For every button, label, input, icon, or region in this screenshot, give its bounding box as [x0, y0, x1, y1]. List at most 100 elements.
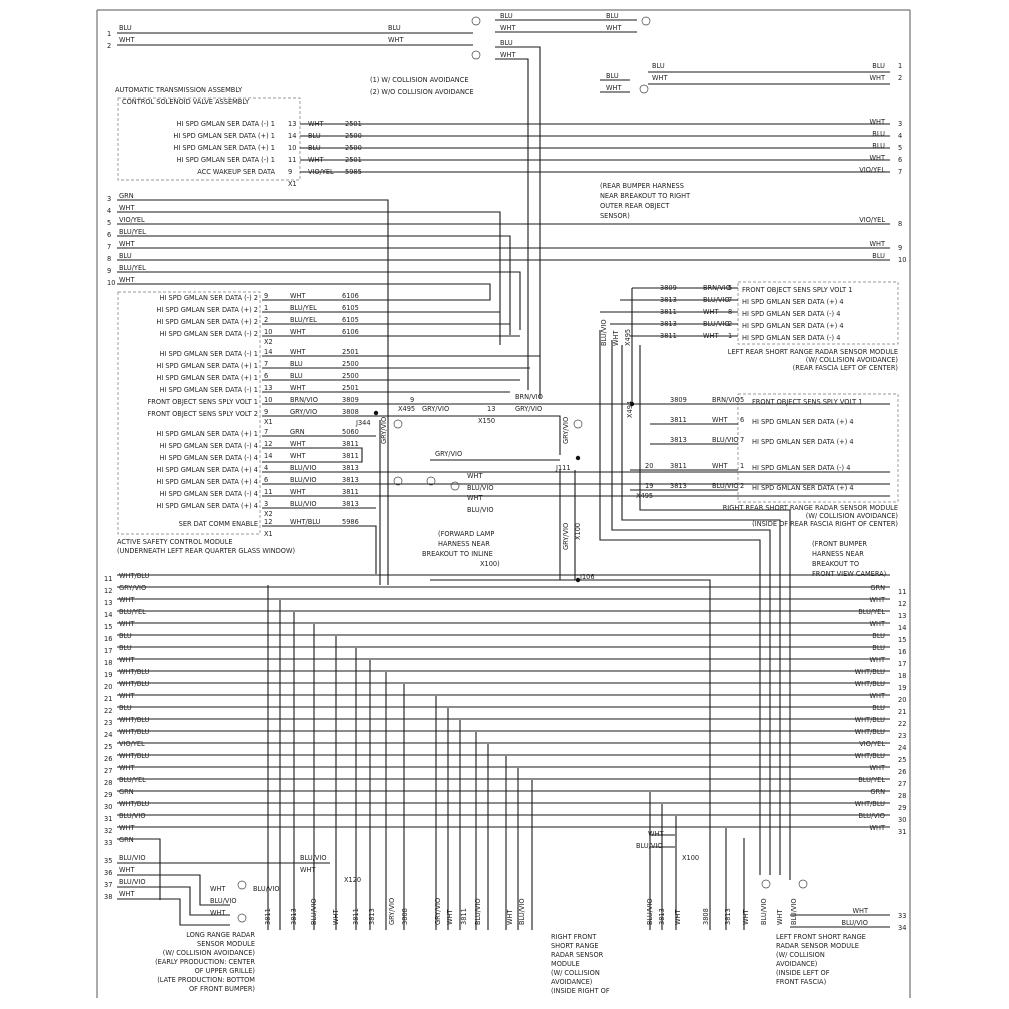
right-rear-radar-box — [737, 393, 899, 503]
bottom-bus-wires — [117, 574, 890, 928]
pin-number: 9 — [410, 396, 414, 404]
module-subtitle: (INSIDE RIGHT OF — [551, 987, 610, 995]
wire-color: WHT — [308, 120, 324, 128]
wire-color: BLU — [119, 704, 132, 712]
module-subtitle: (EARLY PRODUCTION: CENTER — [155, 958, 255, 966]
wire-color: WHT — [119, 692, 135, 700]
pin-number: 14 — [288, 132, 296, 140]
circuit-number: 3809 — [660, 284, 677, 292]
pin-number: 7 — [728, 296, 732, 304]
wire-color: VIO/YEL — [308, 168, 334, 176]
module-title: LEFT REAR SHORT RANGE RADAR SENSOR MODUL… — [728, 348, 898, 356]
module-title: RIGHT REAR SHORT RANGE RADAR SENSOR MODU… — [723, 504, 898, 512]
wire-color: WHT/BLU — [119, 752, 150, 760]
wire-color: WHT/BLU — [855, 716, 886, 724]
wire-number: 19 — [898, 684, 906, 692]
wire-number: 15 — [104, 623, 112, 631]
module-subtitle: (W/ COLLISION — [551, 969, 600, 977]
module-subtitle: (W/ COLLISION AVOIDANCE) — [806, 356, 898, 364]
harness-note: BREAKOUT TO — [812, 560, 859, 568]
module-subtitle: OF UPPER GRILLE) — [195, 967, 255, 975]
circuit-number: 6105 — [342, 304, 359, 312]
wire-color: BLU — [872, 142, 885, 150]
wire-number: 1 — [107, 30, 111, 38]
pin-function: HI SPD GMLAN SER DATA (+) 4 — [156, 502, 258, 510]
wire-color: BLU — [872, 704, 885, 712]
wire-color: WHT — [869, 596, 885, 604]
wire-number: 5 — [898, 144, 902, 152]
pin-number: 7 — [264, 360, 268, 368]
pin-function: HI SPD GMLAN SER DATA (+) 1 — [173, 144, 275, 152]
circuit-number: 6106 — [342, 292, 359, 300]
circuit-number: 2501 — [345, 120, 362, 128]
harness-note: NEAR BREAKOUT TO RIGHT — [600, 192, 691, 200]
wire-number: 32 — [104, 827, 112, 835]
wire-color: WHT — [869, 74, 885, 82]
pin-function: HI SPD GMLAN SER DATA (+) 4 — [156, 478, 258, 486]
wire-color: WHT — [869, 154, 885, 162]
wire-color: WHT/BLU — [855, 728, 886, 736]
wire-color: BLU — [119, 252, 132, 260]
circuit-number: 3813 — [670, 482, 687, 490]
wire-number: 31 — [898, 828, 906, 836]
pin-number: 7 — [740, 436, 744, 444]
pin-number: 13 — [487, 405, 495, 413]
pin-wire-label: WHT — [332, 909, 340, 925]
module-subtitle: CONTROL SOLENOID VALVE ASSEMBLY — [122, 98, 250, 106]
wire-color: WHT — [869, 824, 885, 832]
pin-function: SER DAT COMM ENABLE — [179, 520, 258, 528]
wire-number: 24 — [898, 744, 906, 752]
pin-wire-label: 3813 — [290, 908, 298, 925]
pin-number: 14 — [264, 348, 272, 356]
wire-color: GRN — [119, 836, 134, 844]
pin-function: HI SPD GMLAN SER DATA (-) 1 — [177, 120, 275, 128]
wire-number: 35 — [104, 857, 112, 865]
pin-wire-label: 3813 — [658, 908, 666, 925]
pin-number: 2 — [728, 320, 732, 328]
wire-color: WHT — [290, 348, 306, 356]
pin-function: HI SPD GMLAN SER DATA (+) 4 — [742, 298, 844, 306]
circuit-number: 2500 — [345, 132, 362, 140]
wire-number: 23 — [898, 732, 906, 740]
harness-note: (FORWARD LAMP — [438, 530, 494, 538]
pin-function: FRONT OBJECT SENS SPLY VOLT 2 — [148, 410, 259, 418]
wire-color: BLU/VIO — [841, 919, 868, 927]
connector-id: X495 — [624, 329, 632, 346]
wire-number: 30 — [104, 803, 112, 811]
wire-number: 25 — [104, 743, 112, 751]
wire-number: 6 — [898, 156, 902, 164]
wire-color: WHT — [869, 764, 885, 772]
middle-harness-wires — [379, 420, 711, 930]
wire-number: 18 — [104, 659, 112, 667]
wire-number: 30 — [898, 816, 906, 824]
pin-number: 3 — [264, 500, 268, 508]
wire-number: 4 — [898, 132, 902, 140]
wire-color: WHT — [119, 656, 135, 664]
wire-color: WHT — [869, 240, 885, 248]
circuit-number: 3813 — [660, 296, 677, 304]
module-title: MODULE — [551, 960, 580, 968]
circuit-number: 3809 — [342, 396, 359, 404]
module-title: SENSOR MODULE — [197, 940, 255, 948]
pin-function: HI SPD GMLAN SER DATA (+) 1 — [156, 362, 258, 370]
pin-function: HI SPD GMLAN SER DATA (-) 1 — [160, 350, 258, 358]
asm-wires — [262, 299, 890, 574]
wire-color: WHT/BLU — [119, 800, 150, 808]
circuit-number: 3813 — [342, 476, 359, 484]
wire-color: WHT — [500, 51, 516, 59]
wire-color: BLU — [652, 62, 665, 70]
connector-id: X495 — [398, 405, 415, 413]
pin-function: FRONT OBJECT SENS SPLY VOLT 1 — [742, 286, 853, 294]
wire-number: 8 — [898, 220, 902, 228]
pin-wire-label: WHT — [446, 909, 454, 925]
wire-number: 29 — [898, 804, 906, 812]
wire-color: BRN/VIO — [515, 393, 543, 401]
pin-number: 20 — [645, 462, 653, 470]
wire-color: BLU/VIO — [210, 897, 237, 905]
wire-color: WHT — [467, 494, 483, 502]
wire-number: 11 — [104, 575, 112, 583]
option-markers — [237, 16, 808, 923]
connector-id: X120 — [344, 876, 361, 884]
wire-color: WHT — [606, 84, 622, 92]
module-subtitle: (W/ COLLISION AVOIDANCE) — [806, 512, 898, 520]
